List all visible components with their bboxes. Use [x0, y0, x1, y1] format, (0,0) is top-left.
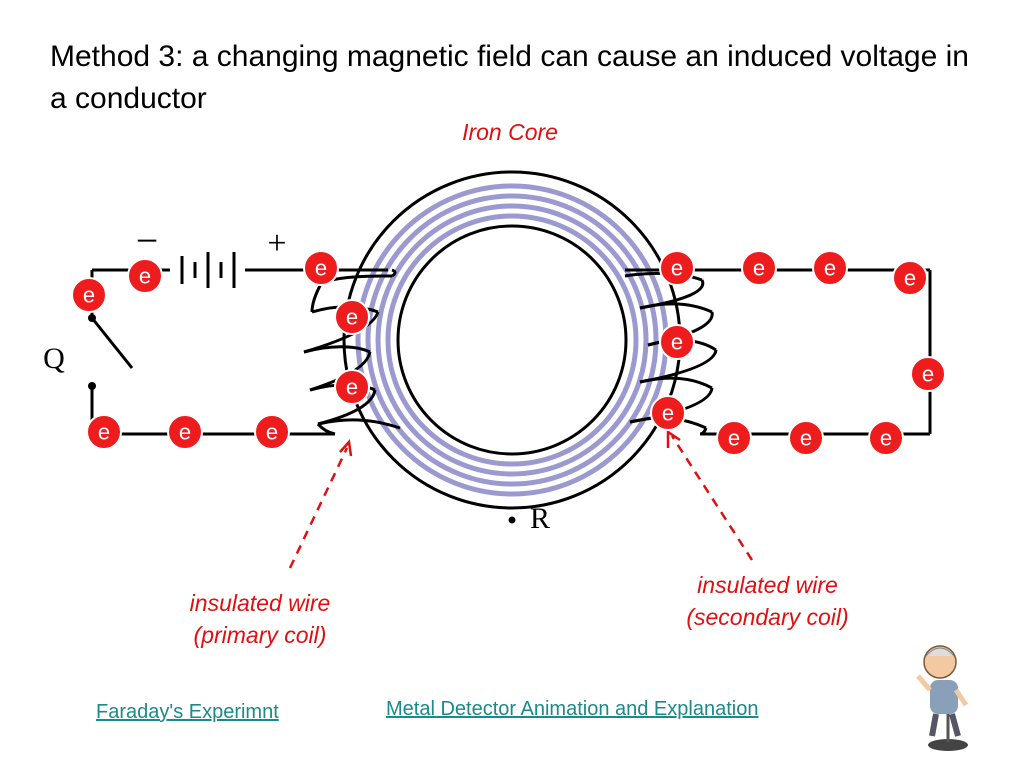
ring-point-dot [508, 516, 516, 524]
electron: e [892, 260, 928, 296]
svg-text:e: e [922, 362, 934, 387]
electron: e [334, 369, 370, 405]
electron: e [650, 395, 686, 431]
secondary-coil-label: insulated wire (secondary coil) [640, 569, 895, 633]
secondary-coil-label-line1: insulated wire [697, 572, 838, 598]
svg-text:e: e [346, 375, 358, 400]
metal-detector-link[interactable]: Metal Detector Animation and Explanation [386, 698, 759, 720]
svg-text:e: e [753, 256, 765, 281]
svg-text:e: e [662, 401, 674, 426]
svg-text:e: e [800, 426, 812, 451]
switch-q [88, 314, 134, 390]
svg-text:e: e [728, 426, 740, 451]
svg-text:e: e [315, 256, 327, 281]
ring-point-label: R [530, 502, 550, 535]
electron: e [659, 324, 695, 360]
battery-plus-sign: + [267, 225, 286, 262]
electron: e [303, 250, 339, 286]
svg-text:e: e [139, 264, 151, 289]
switch-label: Q [43, 342, 65, 375]
electron: e [741, 250, 777, 286]
battery-symbol [180, 252, 236, 288]
battery-minus-sign: − [136, 218, 159, 263]
electron: e [812, 250, 848, 286]
electron: e [254, 414, 290, 450]
electron: e [868, 420, 904, 456]
electron: e [71, 277, 107, 313]
svg-text:e: e [880, 426, 892, 451]
iron-core-label: Iron Core [462, 119, 558, 145]
primary-coil-label-line2: (primary coil) [193, 622, 327, 648]
cartoon-presenter-icon [916, 645, 969, 751]
svg-text:e: e [179, 420, 191, 445]
electron: e [167, 414, 203, 450]
svg-text:e: e [266, 420, 278, 445]
faraday-experiment-link[interactable]: Faraday's Experimnt [96, 701, 279, 723]
primary-coil [303, 268, 401, 436]
electron: e [127, 258, 163, 294]
svg-text:e: e [346, 305, 358, 330]
electron: e [334, 299, 370, 335]
secondary-coil-arrow [666, 429, 754, 561]
electron: e [716, 420, 752, 456]
svg-text:e: e [83, 283, 95, 308]
svg-text:e: e [98, 420, 110, 445]
iron-core-ring [342, 170, 682, 510]
svg-text:e: e [824, 256, 836, 281]
primary-coil-arrow [288, 439, 353, 569]
primary-coil-label: insulated wire (primary coil) [150, 587, 370, 651]
electron: e [659, 250, 695, 286]
page-title: Method 3: a changing magnetic field can … [50, 40, 969, 115]
electron: e [788, 420, 824, 456]
electron: e [910, 356, 946, 392]
secondary-coil-label-line2: (secondary coil) [686, 604, 849, 630]
svg-text:e: e [904, 266, 916, 291]
electron: e [86, 414, 122, 450]
svg-text:e: e [671, 330, 683, 355]
primary-coil-label-line1: insulated wire [189, 590, 331, 616]
svg-text:e: e [671, 256, 683, 281]
